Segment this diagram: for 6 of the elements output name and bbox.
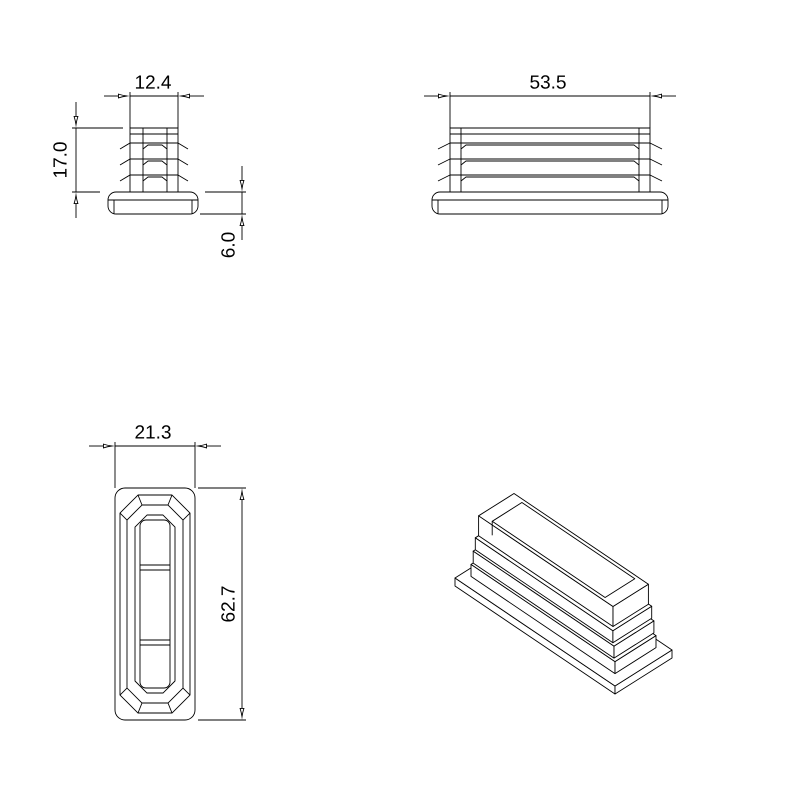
dimension-value: 17.0 bbox=[53, 142, 67, 178]
dimension-value: 12.4 bbox=[136, 75, 171, 89]
dimension-value: 53.5 bbox=[530, 75, 566, 89]
dimension-value: 62.7 bbox=[221, 586, 235, 622]
dimension-value: 6.0 bbox=[221, 232, 235, 258]
dimension-value: 21.3 bbox=[135, 425, 171, 439]
